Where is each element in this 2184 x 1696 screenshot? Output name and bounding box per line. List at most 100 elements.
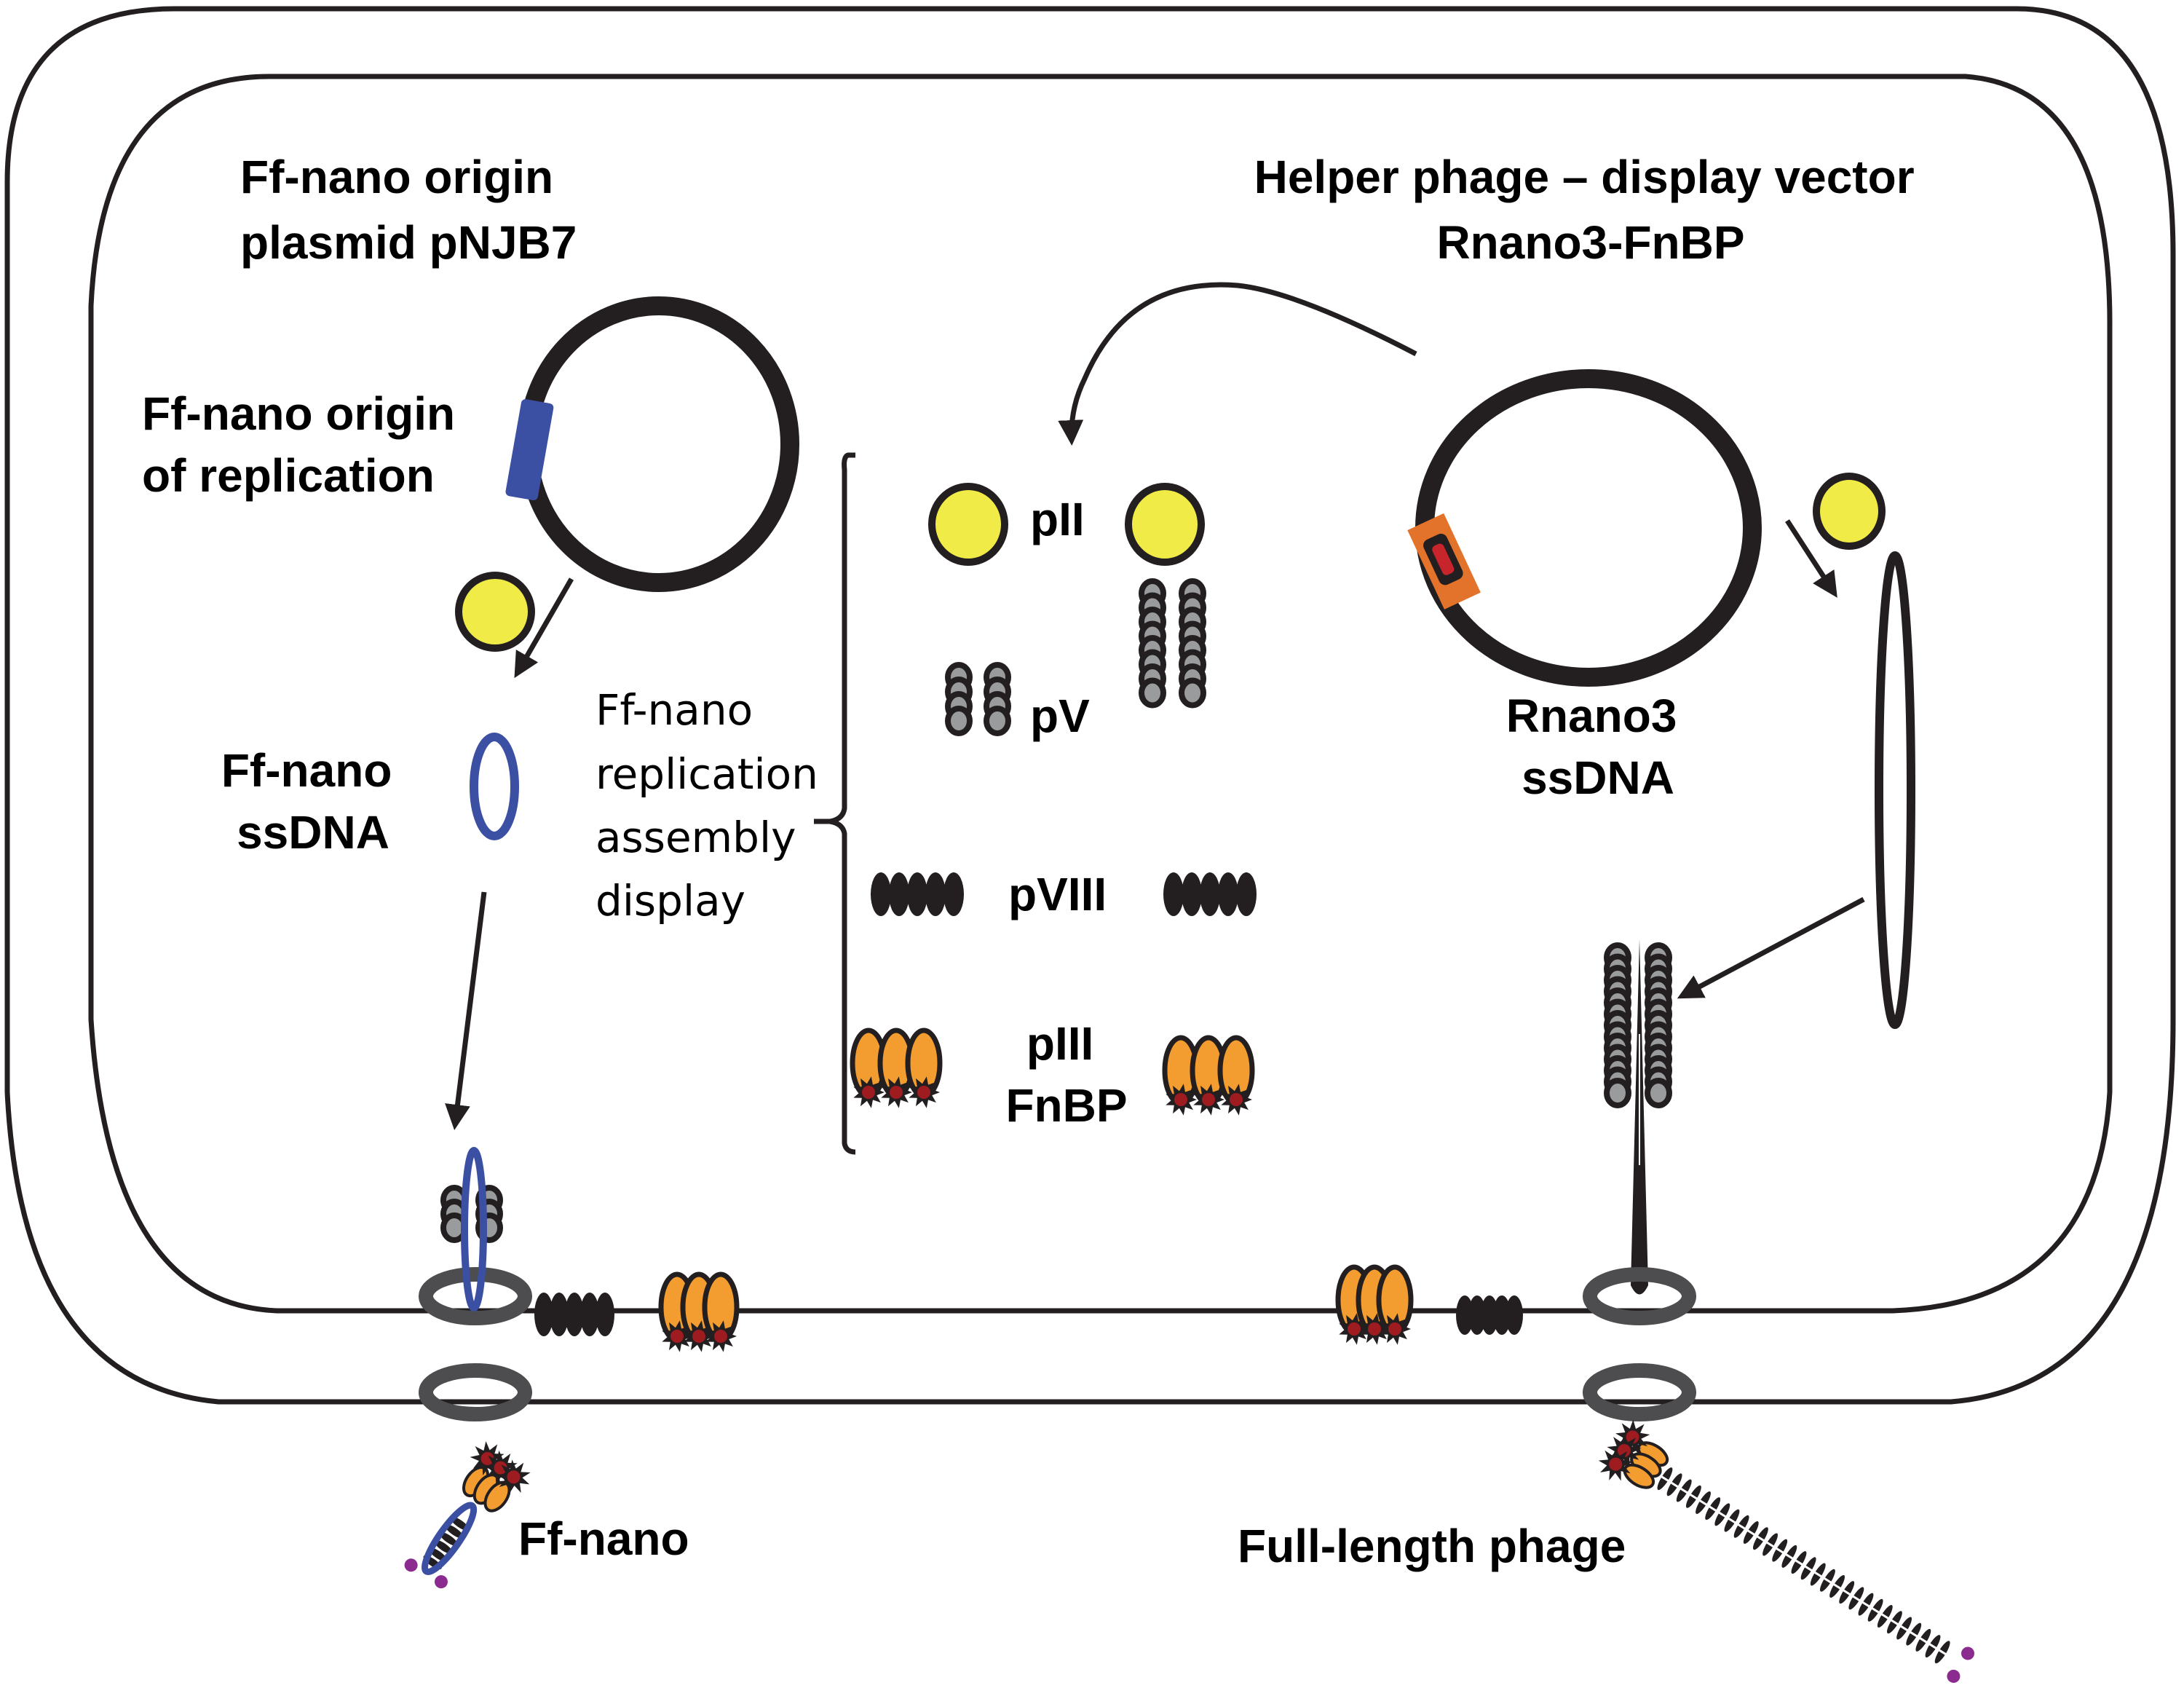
pviii-subunit — [871, 872, 891, 916]
pviii-subunit — [889, 872, 909, 916]
pviii-subunit — [1468, 1295, 1486, 1335]
pviii-subunit — [534, 1293, 553, 1336]
pii-protein — [1813, 473, 1886, 550]
pii-protein — [928, 483, 1008, 566]
bracket-note: Ff-nano replication assembly display — [596, 685, 831, 926]
pviii-subunit — [943, 872, 964, 916]
fnbp-domain — [1617, 1444, 1631, 1458]
arrow-ssdna-to-assembly — [1677, 896, 1865, 999]
phage-genome — [1658, 1474, 1953, 1660]
fnbp-domain — [670, 1330, 684, 1343]
plasmid-pnjb7 — [505, 296, 799, 592]
origin-label: Ff-nano origin of replication — [142, 387, 468, 502]
pv-subunit — [1139, 677, 1166, 709]
pviii-subunit — [596, 1293, 614, 1336]
pviii-label: pVIII — [1008, 868, 1107, 920]
fnbp-domain — [714, 1330, 727, 1343]
tip-protein — [1947, 1669, 1961, 1683]
piii-fnbp-protein — [850, 1028, 887, 1108]
fnbp-domain — [1348, 1322, 1361, 1336]
arrow-rnano3-to-proteins — [1058, 282, 1417, 446]
pv-subunit — [945, 706, 973, 736]
pviii-subunit — [550, 1293, 569, 1336]
ffnano-ssdna-label: Ff-nano ssDNA — [221, 744, 405, 859]
membrane-pore — [419, 1267, 532, 1325]
fnbp-domain — [917, 1086, 930, 1099]
pviii-subunit — [439, 1532, 459, 1547]
pii-protein — [455, 572, 535, 652]
pii-protein — [1125, 483, 1205, 566]
pviii-subunit — [925, 872, 946, 916]
pv-label: pV — [1030, 690, 1090, 742]
piii-fnbp-protein — [1376, 1264, 1414, 1345]
membrane-pore — [1583, 1363, 1696, 1421]
piii-fnbp-protein — [1217, 1035, 1255, 1116]
fnbp-domain — [1230, 1093, 1243, 1106]
tip-protein — [1961, 1646, 1975, 1660]
piii-fnbp-label: pIII FnBP — [1005, 1017, 1127, 1132]
pviii-subunit — [1236, 872, 1257, 916]
pii-label: pII — [1030, 493, 1085, 545]
left-title: Ff-nano origin plasmid pNJB7 — [240, 151, 577, 269]
plasmid-rnano3 — [1407, 369, 1762, 687]
fnbp-domain — [1626, 1430, 1639, 1444]
ffnano-origin-marker — [505, 399, 554, 501]
fnbp-domain — [692, 1330, 705, 1343]
arrow-plasmid-to-ssdna — [514, 577, 574, 679]
fnbp-domain — [1609, 1457, 1623, 1471]
tip-protein — [434, 1575, 448, 1589]
pviii-subunit — [1218, 872, 1238, 916]
full-length-phage-label: Full-length phage — [1238, 1520, 1626, 1572]
pv-subunit — [1645, 1078, 1672, 1108]
fnbp-domain — [890, 1086, 903, 1099]
arrow-plasmid-to-rnano3-ssdna — [1785, 519, 1837, 598]
pviii-subunit — [445, 1524, 464, 1539]
rnano3-ssdna-loop — [1875, 551, 1915, 1029]
pviii-subunit — [1163, 872, 1184, 916]
pviii-subunit — [1481, 1295, 1498, 1335]
outer-membrane — [4, 6, 2176, 1405]
arrow-ssdna-to-membrane — [445, 891, 487, 1130]
fnbp-domain — [507, 1470, 521, 1484]
rnano3-ssdna-label: Rnano3 ssDNA — [1506, 690, 1690, 804]
ffnano-ssdna-extruding — [461, 1147, 487, 1312]
piii-fnbp-protein — [1162, 1035, 1200, 1116]
membrane-complexes — [404, 939, 1975, 1683]
ffnano-particle — [404, 1441, 531, 1589]
right-title: Helper phage – display vector Rnano3-FnB… — [1254, 151, 1928, 269]
pv-subunit — [1179, 677, 1206, 709]
membrane-pore — [419, 1363, 532, 1421]
fnbp-domain — [862, 1086, 875, 1099]
ffnano-product-label: Ff-nano — [518, 1512, 689, 1565]
pviii-subunit — [450, 1516, 470, 1531]
membrane-pore — [1583, 1267, 1696, 1325]
pviii-subunit — [1493, 1295, 1511, 1335]
pviii-subunit — [907, 872, 927, 916]
piii-fnbp-protein — [877, 1028, 915, 1108]
fnbp-domain — [1368, 1322, 1381, 1336]
fnbp-domain — [1202, 1093, 1215, 1106]
fnbp-domain — [1174, 1093, 1187, 1106]
protein-panel — [850, 483, 1257, 1116]
pviii-subunit — [434, 1539, 453, 1554]
full-length-phage-particle — [1598, 1419, 1975, 1683]
pviii-subunit — [1200, 872, 1220, 916]
pviii-subunit — [565, 1293, 584, 1336]
pviii-subunit — [1182, 872, 1202, 916]
pv-subunit — [1604, 1078, 1631, 1108]
ffnano-ssdna — [421, 1502, 478, 1576]
piii-fnbp-protein — [702, 1271, 740, 1352]
tip-protein — [404, 1558, 418, 1572]
pv-subunit — [984, 706, 1011, 736]
pviii-subunit — [1456, 1295, 1473, 1335]
fnbp-domain — [1388, 1322, 1401, 1336]
fnbp-domain — [480, 1451, 494, 1465]
inner-membrane — [88, 74, 2113, 1314]
pviii-subunit — [580, 1293, 599, 1336]
ffnano-ssdna-loop — [470, 733, 519, 840]
pviii-subunit — [1506, 1295, 1523, 1335]
fnbp-domain — [494, 1461, 507, 1475]
bracket — [814, 452, 856, 1155]
